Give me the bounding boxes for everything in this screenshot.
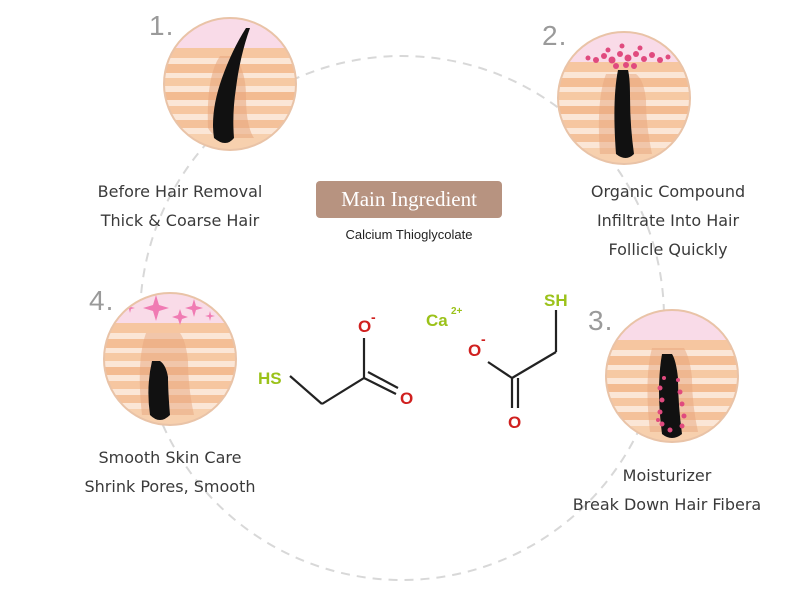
step-1-line-2: Thick & Coarse Hair: [100, 211, 260, 230]
step-2-skin-illustration: [557, 31, 691, 165]
step-3-caption: Moisturizer Break Down Hair Fibera: [552, 461, 782, 519]
step-3-number: 3.: [588, 305, 614, 336]
step-3-line-1: Moisturizer: [622, 466, 712, 485]
step-3-line-2: Break Down Hair Fibera: [572, 495, 762, 514]
main-ingredient-badge: Main Ingredient: [316, 181, 502, 218]
step-2-line-1: Organic Compound: [590, 182, 746, 201]
step-4-caption: Smooth Skin Care Shrink Pores, Smooth: [70, 443, 270, 501]
step-1-caption: Before Hair Removal Thick & Coarse Hair: [75, 177, 285, 235]
left-o-minus-label: O: [358, 317, 371, 336]
left-hs-label: HS: [258, 369, 282, 388]
right-sh-label: SH: [544, 291, 568, 310]
left-o-minus-charge: -: [371, 309, 376, 325]
right-o-minus-label: O: [468, 341, 481, 360]
step-2-line-3: Follicle Quickly: [608, 240, 728, 259]
right-o-minus-charge: -: [481, 331, 486, 347]
step-3-skin-illustration: [605, 309, 739, 443]
left-molecule-bonds: [289, 338, 399, 405]
step-2-line-2: Infiltrate Into Hair: [596, 211, 740, 230]
calcium-charge: 2+: [451, 306, 463, 317]
step-4-line-1: Smooth Skin Care: [98, 448, 242, 467]
step-4-number: 4.: [89, 285, 115, 316]
step-1-skin-illustration: [163, 17, 297, 151]
left-o-label: O: [400, 389, 413, 408]
right-o-label: O: [508, 413, 521, 432]
step-4-line-2: Shrink Pores, Smooth: [84, 477, 256, 496]
step-1-number: 1.: [149, 10, 175, 41]
ingredient-name: Calcium Thioglycolate: [345, 227, 473, 242]
step-4-skin-illustration: [103, 292, 237, 426]
step-1-line-1: Before Hair Removal: [97, 182, 263, 201]
right-molecule-bonds: [487, 310, 558, 408]
chemical-structure: HS O - O Ca 2+ SH O - O: [258, 291, 568, 432]
calcium-label: Ca: [426, 311, 448, 330]
step-2-caption: Organic Compound Infiltrate Into Hair Fo…: [563, 177, 773, 264]
step-2-number: 2.: [542, 20, 568, 51]
